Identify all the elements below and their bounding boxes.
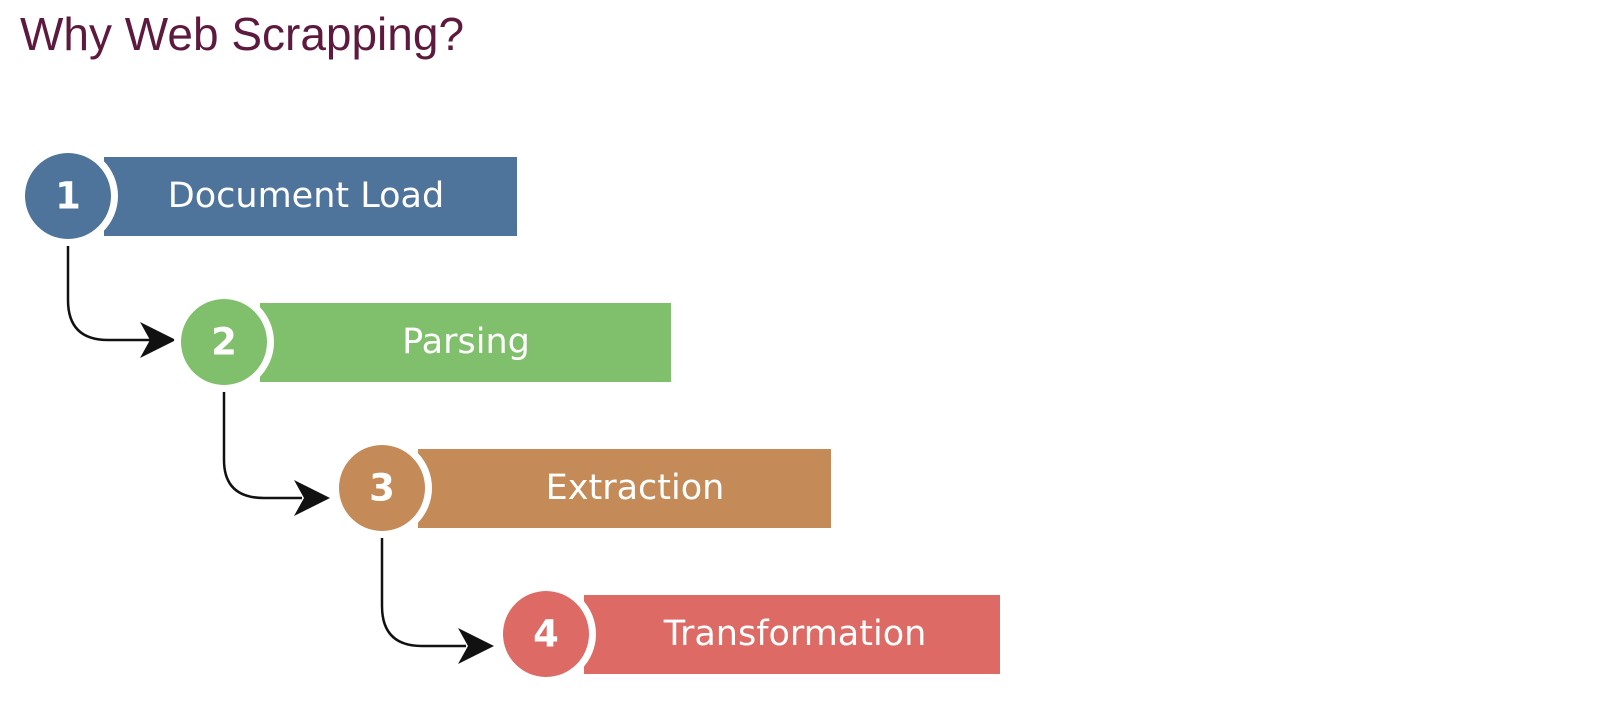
step-4-circle <box>503 591 589 677</box>
step-3-label: Extraction <box>546 468 725 508</box>
connector-2-to-3 <box>222 384 330 516</box>
step-1-circle <box>25 153 111 239</box>
step-4-label: Transformation <box>663 614 927 654</box>
step-2-number: 2 <box>211 321 237 364</box>
step-1: 1 Document Load <box>18 146 517 246</box>
arrow-right-icon <box>294 480 330 516</box>
step-2-circle <box>181 299 267 385</box>
step-2-label: Parsing <box>402 322 530 362</box>
step-1-label: Document Load <box>168 176 444 216</box>
page-title: Why Web Scrapping? <box>20 8 465 60</box>
step-2: 2 Parsing <box>174 292 671 392</box>
connector-3-to-4 <box>380 532 494 664</box>
step-4-bar <box>584 595 1000 674</box>
step-4: 4 Transformation <box>496 584 1000 684</box>
step-1-number: 1 <box>55 175 81 218</box>
step-1-bar <box>104 157 517 236</box>
arrow-right-icon <box>458 628 494 664</box>
arrow-right-icon <box>140 322 176 358</box>
step-3-circle <box>339 445 425 531</box>
step-4-number: 4 <box>533 613 559 656</box>
connector-1-to-2 <box>66 238 176 358</box>
step-2-bar <box>260 303 671 382</box>
step-3: 3 Extraction <box>332 438 831 538</box>
step-3-number: 3 <box>369 467 395 510</box>
step-3-bar <box>418 449 831 528</box>
